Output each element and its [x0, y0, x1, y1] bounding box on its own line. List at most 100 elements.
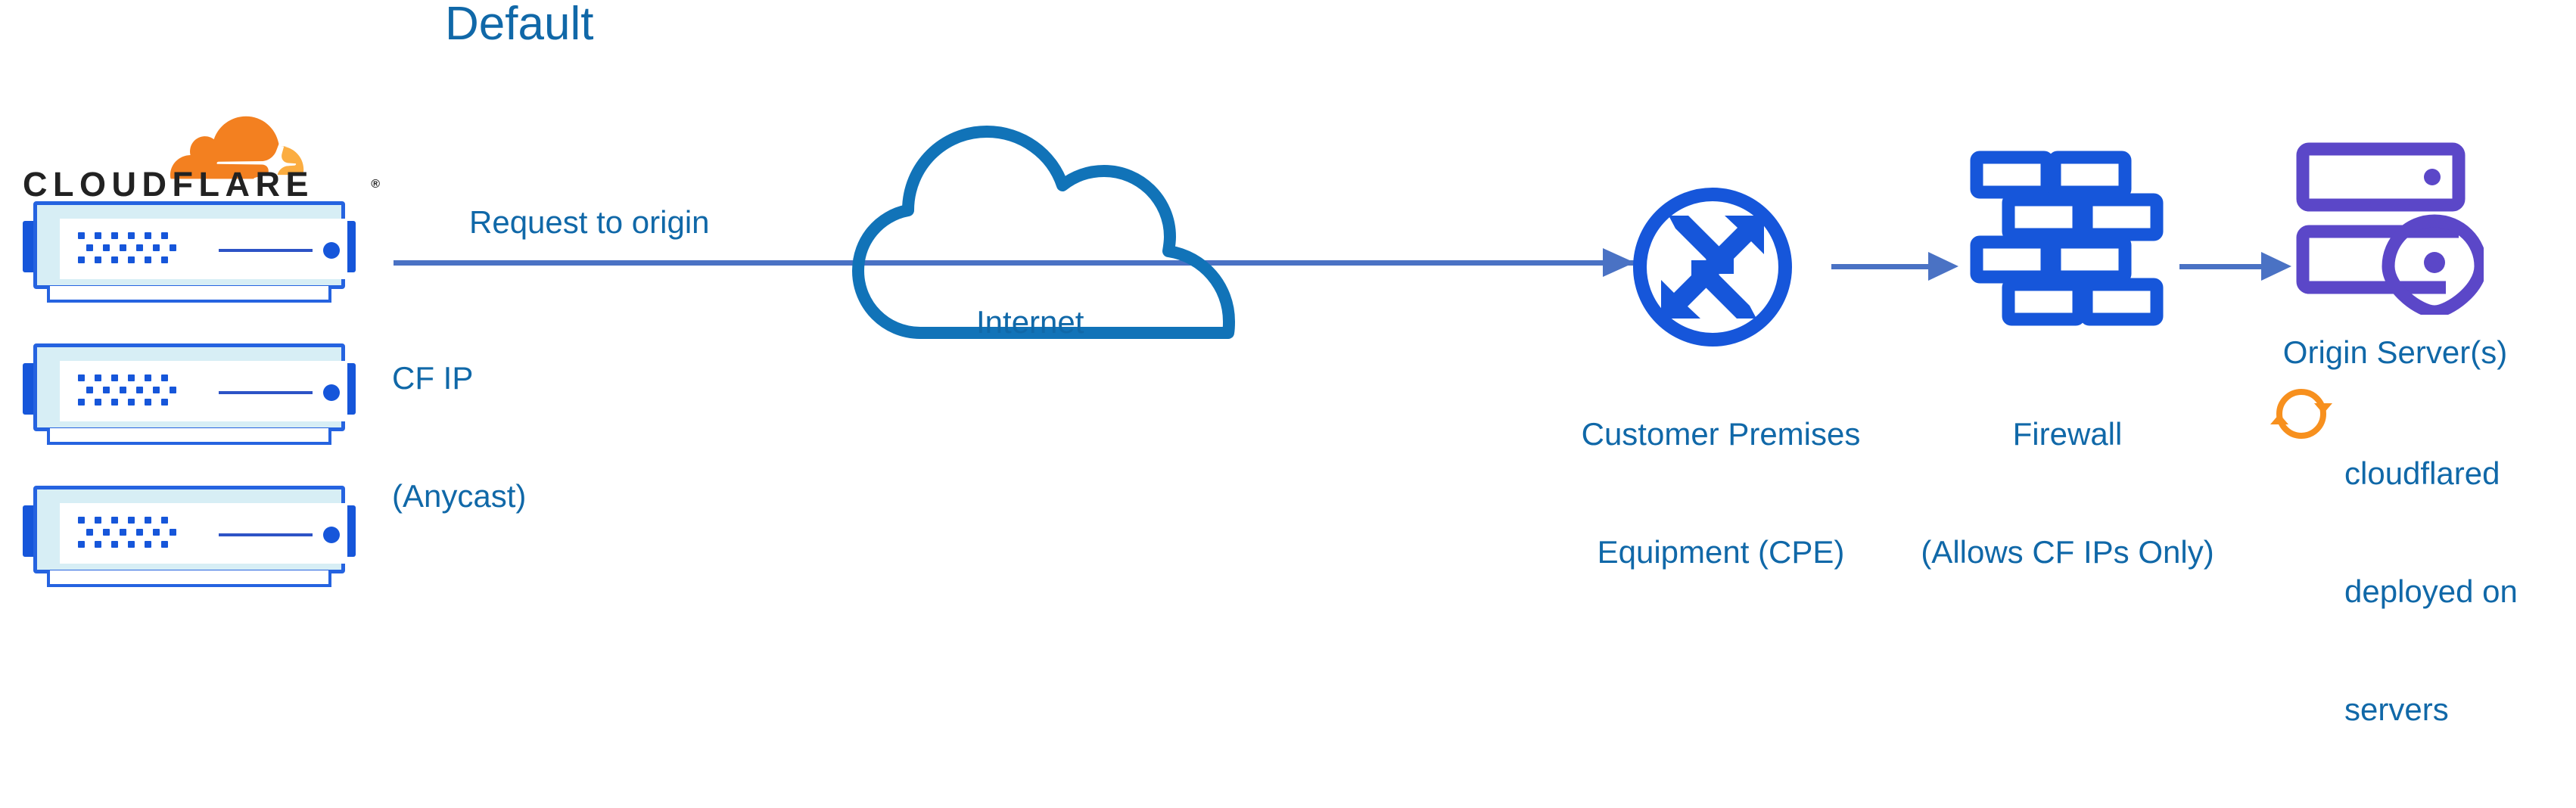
server-rack-icon: [23, 486, 356, 587]
cloudflared-line1: cloudflared: [2344, 455, 2500, 491]
cloudflare-wordmark: CLOUDFLARE ®: [23, 167, 380, 201]
firewall-label-line2: (Allows CF IPs Only): [1921, 534, 2214, 570]
rack-vent-dot: [95, 232, 101, 239]
request-flow-line: [394, 260, 1635, 266]
rack-vent-dot: [103, 529, 110, 536]
rack-vent-dot: [128, 541, 135, 548]
diagram-canvas: Default CLOUDFLARE ®: [23, 0, 2518, 727]
origin-server-pin-icon: [2294, 141, 2487, 319]
rack-vent-dots: [78, 374, 191, 409]
rack-vent-dot: [111, 541, 118, 548]
rack-body: [33, 343, 347, 431]
arrow-right-icon: [1928, 252, 1958, 281]
origin-server-label: Origin Server(s): [2282, 334, 2508, 370]
cloud-icon: [848, 113, 1302, 340]
rack-vent-dot: [95, 541, 101, 548]
rack-vent-dot: [78, 399, 85, 406]
cloudflared-line2: deployed on: [2344, 573, 2518, 609]
rack-led-icon: [323, 384, 340, 401]
rack-vent-dot: [136, 529, 143, 536]
rack-vent-dot: [161, 256, 168, 263]
rack-vent-dot: [120, 529, 126, 536]
internet-label: Internet: [976, 304, 1084, 340]
rack-vent-dot: [111, 374, 118, 381]
rack-vent-dot: [136, 244, 143, 251]
rack-vent-dot: [128, 256, 135, 263]
rack-vent-dot: [128, 517, 135, 524]
rack-led-icon: [323, 242, 340, 259]
rack-panel: [60, 361, 347, 421]
rack-panel: [60, 219, 347, 279]
cf-ip-line2: (Anycast): [392, 478, 527, 514]
rack-vent-dot: [136, 387, 143, 393]
cloudflared-line3: servers: [2344, 691, 2449, 727]
rack-foot: [47, 286, 331, 303]
cloudflared-annotation: cloudflared deployed on servers: [2344, 375, 2571, 808]
brick-wall-icon: [1969, 150, 2166, 331]
cpe-label-line2: Equipment (CPE): [1597, 534, 1845, 570]
rack-vent-dot: [86, 244, 93, 251]
router-arrows-circle-icon: [1626, 180, 1800, 354]
rack-vent-dot: [128, 399, 135, 406]
rack-vent-dot: [145, 541, 151, 548]
rack-vent-dot: [78, 374, 85, 381]
cf-ip-line1: CF IP: [392, 360, 474, 396]
firewall-label: Firewall (Allows CF IPs Only): [1909, 336, 2226, 651]
arrow-right-icon: [1603, 248, 1635, 277]
cloudflare-cloud-logo: [23, 98, 378, 197]
rack-vent-dot: [145, 232, 151, 239]
rack-vent-dot: [170, 529, 176, 536]
rack-vent-dot: [95, 399, 101, 406]
rack-vent-dot: [153, 387, 160, 393]
rack-vent-dot: [120, 387, 126, 393]
rack-vent-dot: [145, 374, 151, 381]
rack-vent-dot: [86, 529, 93, 536]
rack-slot-line: [219, 533, 313, 536]
rack-vent-dot: [161, 232, 168, 239]
rack-vent-dot: [145, 399, 151, 406]
rack-vent-dot: [95, 374, 101, 381]
server-rack-icon: [23, 343, 356, 445]
rack-vent-dot: [86, 387, 93, 393]
cpe-label-line1: Customer Premises: [1581, 416, 1861, 452]
cf-ip-anycast-label: CF IP (Anycast): [392, 280, 526, 595]
rack-vent-dot: [111, 232, 118, 239]
rack-vent-dot: [145, 517, 151, 524]
flow-arrow-line: [1831, 264, 1930, 269]
rack-vent-dot: [161, 374, 168, 381]
rack-vent-dots: [78, 517, 191, 552]
cpe-label: Customer Premises Equipment (CPE): [1562, 336, 1880, 651]
rack-foot: [47, 570, 331, 587]
flow-arrow-line: [2179, 264, 2263, 269]
page-title: Default: [445, 0, 594, 50]
rack-slot-line: [219, 249, 313, 252]
arrow-right-icon: [2261, 252, 2291, 281]
rack-vent-dot: [153, 529, 160, 536]
rack-vent-dot: [95, 517, 101, 524]
registered-trademark-icon: ®: [371, 178, 380, 191]
rack-body: [33, 201, 347, 289]
rack-vent-dot: [103, 387, 110, 393]
rack-vent-dot: [111, 517, 118, 524]
firewall-label-line1: Firewall: [2012, 416, 2123, 452]
rack-panel: [60, 503, 347, 564]
rack-vent-dot: [128, 374, 135, 381]
rack-vent-dot: [170, 244, 176, 251]
rack-vent-dot: [120, 244, 126, 251]
rack-vent-dot: [103, 244, 110, 251]
rack-vent-dot: [95, 256, 101, 263]
rack-vent-dot: [111, 399, 118, 406]
rack-led-icon: [323, 527, 340, 543]
rack-vent-dot: [161, 399, 168, 406]
rack-vent-dot: [78, 517, 85, 524]
rack-vent-dot: [128, 232, 135, 239]
rack-vent-dot: [161, 517, 168, 524]
rack-body: [33, 486, 347, 573]
sync-arrows-icon: [2270, 383, 2332, 445]
rack-vent-dot: [111, 256, 118, 263]
rack-foot: [47, 428, 331, 445]
server-rack-icon: [23, 201, 356, 303]
rack-vent-dot: [78, 232, 85, 239]
rack-vent-dot: [153, 244, 160, 251]
rack-vent-dot: [145, 256, 151, 263]
